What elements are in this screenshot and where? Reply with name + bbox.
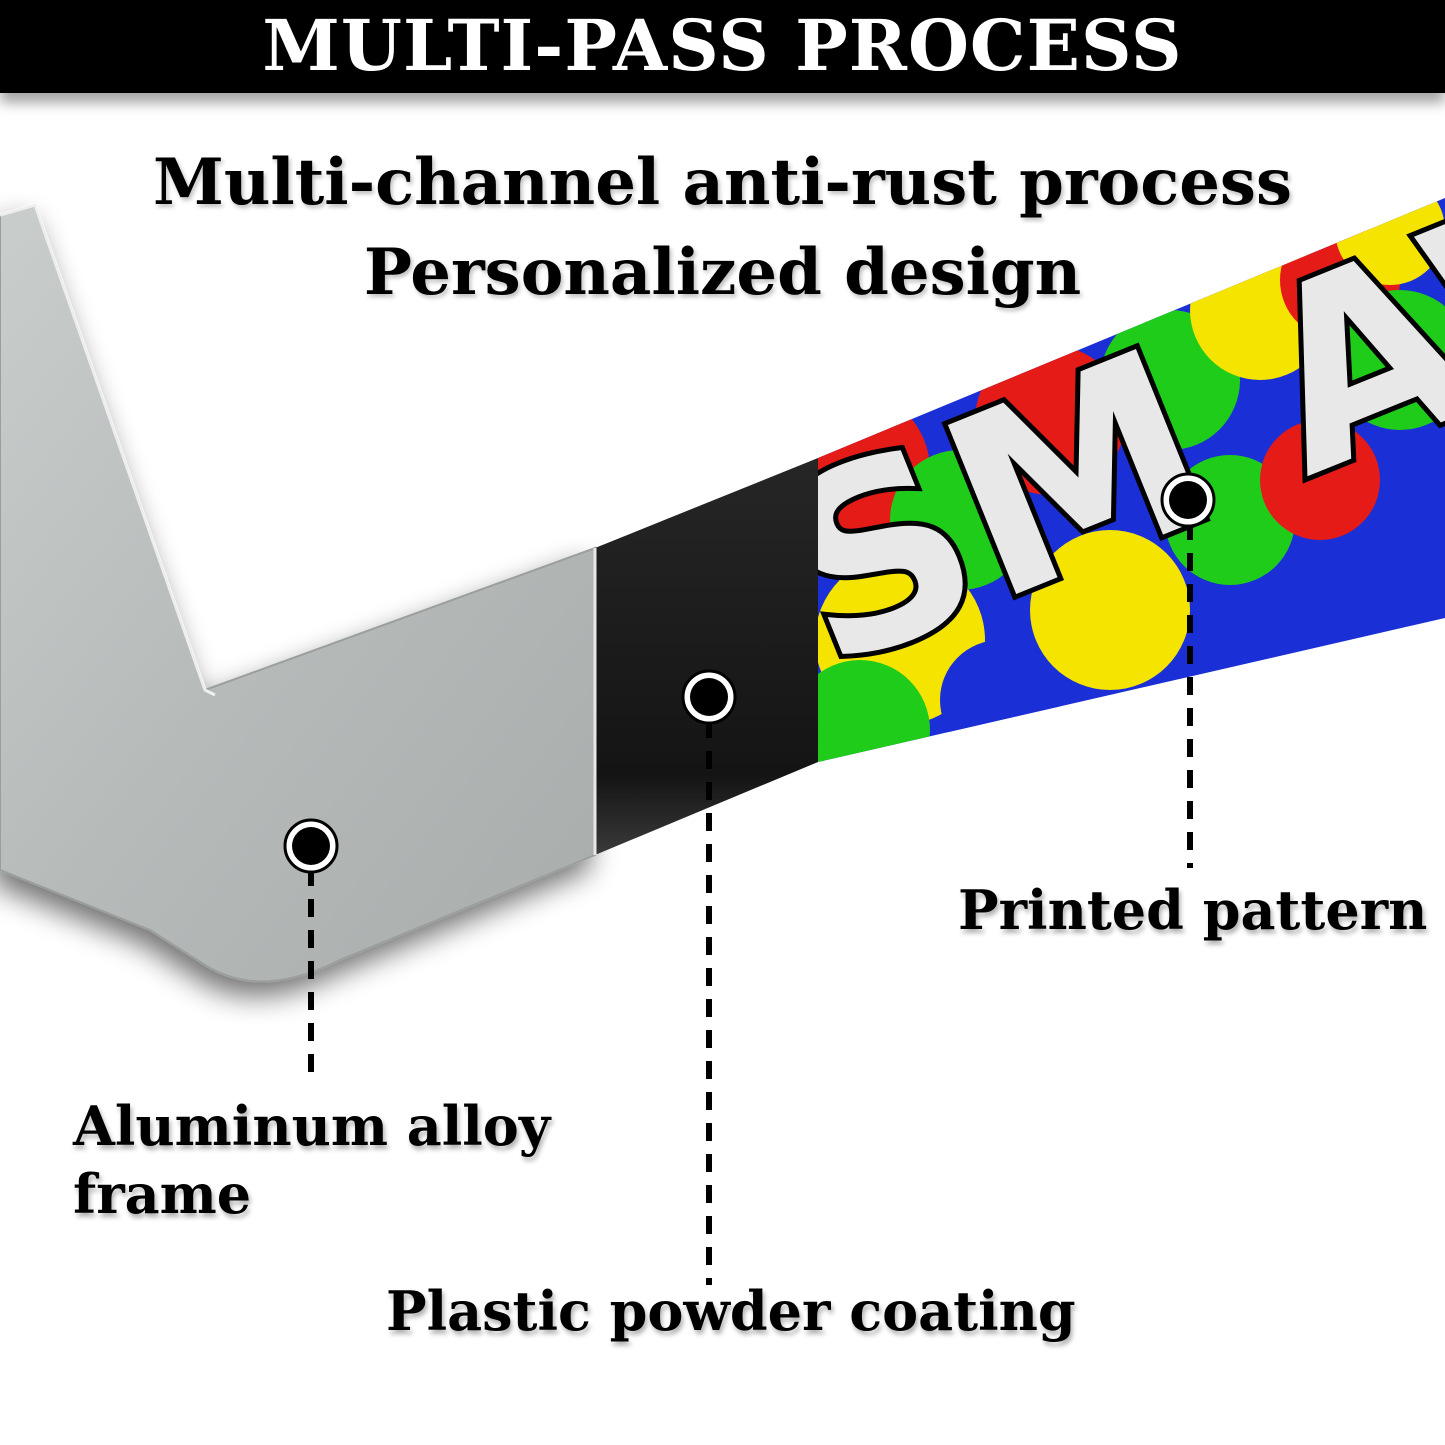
callout-marker-icon (681, 669, 737, 725)
label-plastic-coating: Plastic powder coating (386, 1279, 1076, 1343)
title-banner: MULTI-PASS PROCESS (0, 0, 1445, 93)
subtitle-line-2: Personalized design (363, 235, 1082, 310)
label-printed-pattern: Printed pattern (958, 878, 1428, 942)
callout-marker-icon (283, 818, 339, 874)
callout-marker-icon (1160, 472, 1216, 528)
banner-title: MULTI-PASS PROCESS (262, 4, 1183, 87)
subtitle-line-1: Multi-channel anti-rust process (153, 145, 1292, 220)
plastic-coating-section (593, 458, 818, 855)
label-aluminum-frame: Aluminum alloy frame (73, 1092, 550, 1228)
label-aluminum-line-2: frame (73, 1162, 252, 1226)
label-aluminum-line-1: Aluminum alloy (73, 1094, 551, 1158)
